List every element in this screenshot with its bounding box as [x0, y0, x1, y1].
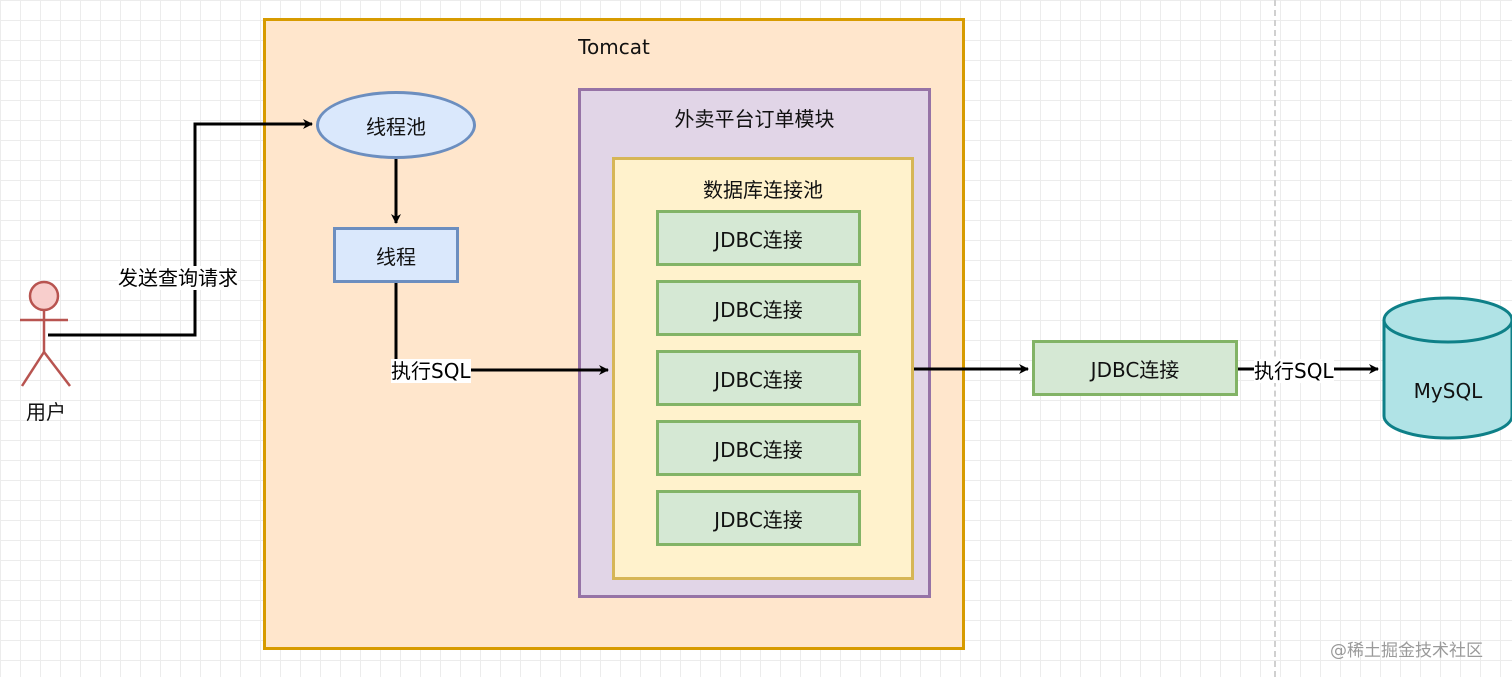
edge-label-execute-sql-external: 执行SQL — [1254, 359, 1334, 383]
user-actor-icon — [20, 280, 71, 387]
pool-connection: JDBC连接 — [656, 350, 861, 406]
edge-label-execute-sql-internal: 执行SQL — [391, 359, 471, 383]
thread-pool-node: 线程池 — [316, 91, 476, 159]
mysql-label: MySQL — [1413, 379, 1483, 403]
pool-connection: JDBC连接 — [656, 210, 861, 266]
tomcat-title: Tomcat — [578, 35, 650, 59]
watermark: @稀土掘金技术社区 — [1330, 641, 1483, 661]
pool-connection: JDBC连接 — [656, 280, 861, 336]
thread-node: 线程 — [333, 227, 459, 283]
connection-pool-title: 数据库连接池 — [703, 178, 823, 202]
user-label: 用户 — [26, 399, 66, 424]
pool-connection: JDBC连接 — [656, 420, 861, 476]
edge-label-send-query: 发送查询请求 — [118, 266, 238, 290]
order-module-title: 外卖平台订单模块 — [674, 107, 835, 131]
guide-line — [1274, 0, 1276, 677]
pool-connection: JDBC连接 — [656, 490, 861, 546]
mysql-database-icon — [1382, 296, 1512, 440]
external-jdbc-connection: JDBC连接 — [1032, 340, 1238, 396]
